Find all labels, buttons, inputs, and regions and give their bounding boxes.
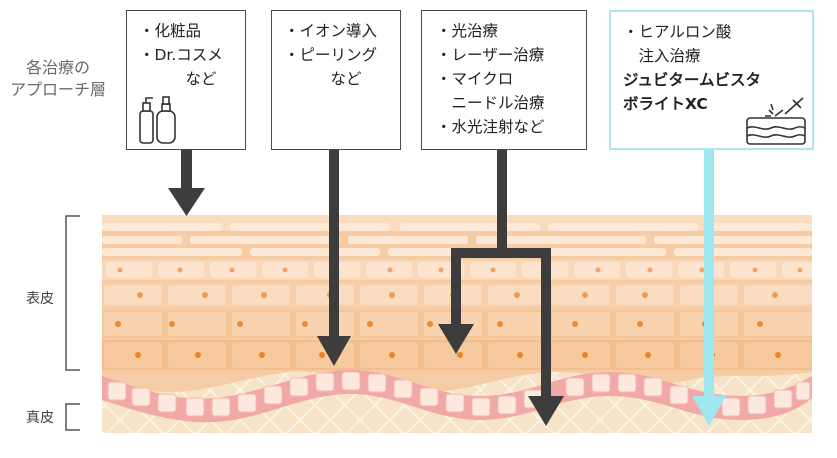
- dermis-label: 真皮: [26, 410, 54, 426]
- arrow-ion-peeling: [317, 150, 351, 366]
- product-name-line: ジュビタームビスタ: [623, 71, 761, 89]
- treatment-line: ニードル治療: [436, 94, 545, 112]
- treatment-box-ion-peeling: ・イオン導入 ・ピーリング など: [271, 10, 401, 150]
- treatment-line: ・レーザー治療: [436, 46, 545, 64]
- granular-layer: [102, 260, 812, 280]
- arrow-hyaluronic: [692, 150, 726, 426]
- treatment-line: ・イオン導入: [284, 22, 378, 40]
- epidermis-label: 表皮: [26, 291, 54, 307]
- injector-skin-icon: [746, 97, 806, 145]
- treatment-box-cosmetics: ・化粧品 ・Dr.コスメ など: [126, 10, 246, 150]
- dermis-bracket: [65, 403, 80, 431]
- treatment-line: 注入治療: [623, 47, 701, 65]
- treatment-box-laser: ・光治療 ・レーザー治療 ・マイクロ ニードル治療 ・水光注射など: [421, 10, 587, 150]
- treatment-line: など: [284, 70, 362, 88]
- treatment-line: ・マイクロ: [436, 70, 514, 88]
- product-name-line: ボライトXC: [623, 95, 708, 113]
- spinous-layer: [102, 283, 812, 370]
- treatment-line: ・Dr.コスメ: [139, 46, 223, 64]
- treatment-line: ・ピーリング: [284, 46, 378, 64]
- treatment-line: ・化粧品: [139, 22, 202, 40]
- cosmetic-bottles-icon: [139, 96, 176, 144]
- approach-layer-heading: 各治療の アプローチ層: [2, 57, 114, 101]
- approach-layer-heading-line2: アプローチ層: [9, 80, 106, 99]
- treatment-line: ・水光注射など: [436, 118, 545, 136]
- epidermis-bracket: [65, 215, 80, 371]
- treatment-line: ・光治療: [436, 22, 499, 40]
- treatment-line: ・ヒアルロン酸: [623, 23, 732, 41]
- treatment-box-hyaluronic: ・ヒアルロン酸 注入治療 ジュビタームビスタ ボライトXC: [609, 10, 814, 150]
- approach-layer-heading-line1: 各治療の: [25, 58, 90, 77]
- arrow-laser-branch: [438, 150, 564, 426]
- basal-cells: [107, 371, 811, 417]
- arrow-cosmetics: [168, 150, 205, 216]
- treatment-line: など: [139, 70, 217, 88]
